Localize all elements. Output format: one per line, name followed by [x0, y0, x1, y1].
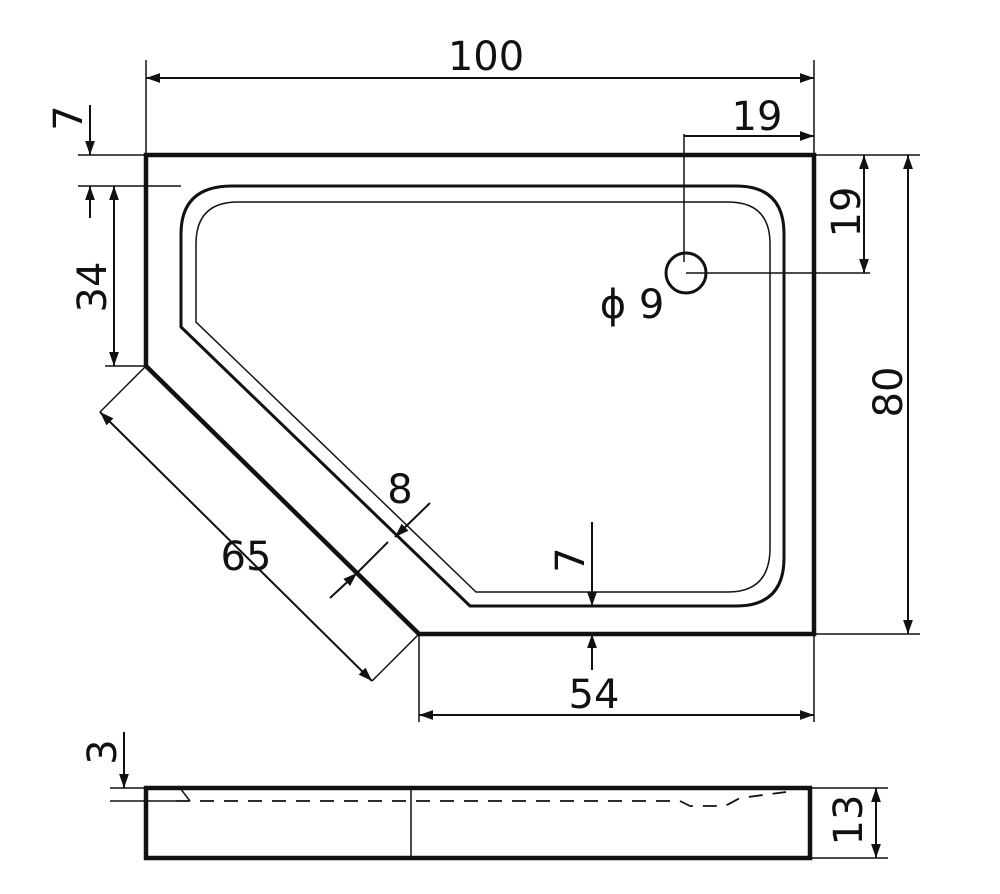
- tray-outline: [143, 152, 817, 637]
- dim-height-total: 80: [866, 367, 912, 418]
- profile-outline: [143, 785, 813, 861]
- top-view: 100 19 19 80 7 34 65 8 7 54 ϕ 9: [46, 34, 920, 722]
- dim-profile-step: 3: [80, 739, 126, 764]
- dim-left-side: 34: [70, 262, 116, 313]
- dim-drain-offset-x: 19: [732, 94, 783, 140]
- side-profile: 3 13: [80, 732, 888, 861]
- dim-angled-rim: 8: [387, 467, 412, 513]
- dim-bottom-side: 54: [569, 672, 620, 718]
- dim-drain-offset-y: 19: [824, 187, 870, 238]
- dim-angled-side: 65: [221, 534, 272, 580]
- profile-basin-line: [176, 791, 787, 807]
- dim-width-total: 100: [448, 34, 524, 80]
- dim-rim-bottom: 7: [548, 547, 594, 572]
- dim-rim-top: 7: [46, 105, 92, 130]
- dim-drain-diameter: ϕ 9: [600, 282, 665, 328]
- inner-rim-inner: [195, 201, 771, 593]
- inner-rim-outer: [179, 184, 786, 608]
- dim-profile-height: 13: [826, 795, 872, 846]
